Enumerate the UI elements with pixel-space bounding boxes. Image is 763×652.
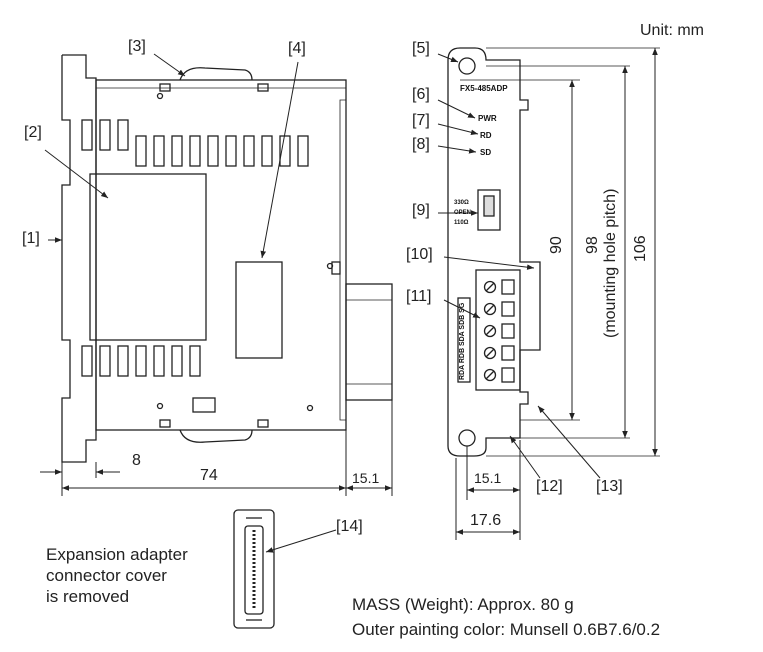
- callout-1: [1]: [22, 230, 40, 247]
- cover-note-line-1: Expansion adapter: [46, 545, 188, 564]
- switch-label-110: 110Ω: [454, 220, 469, 226]
- terminal-label: RDA RDB SDA SDB SG: [459, 302, 466, 380]
- callout-4: [4]: [288, 40, 306, 57]
- callout-10: [10]: [406, 246, 433, 263]
- side-connector-protrusion: [345, 283, 393, 401]
- callout-3: [3]: [128, 38, 146, 55]
- connector-cover-body: [233, 509, 275, 629]
- model-label: FX5-485ADP: [460, 84, 508, 93]
- dim-15-1-side: 15.1: [352, 470, 380, 486]
- mass-spec: MASS (Weight): Approx. 80 g: [352, 595, 574, 614]
- termination-switch: [477, 189, 501, 231]
- expansion-connector-window: [235, 261, 283, 359]
- dim-8: 8: [132, 452, 141, 469]
- color-spec: Outer painting color: Munsell 0.6B7.6/0.…: [352, 620, 661, 639]
- label-area: [89, 173, 207, 341]
- switch-label-open: OPEN: [454, 210, 472, 216]
- callout-13: [13]: [596, 478, 623, 495]
- dim-98: 98: [584, 236, 601, 254]
- dim-17-6: 17.6: [470, 512, 502, 529]
- terminal-screws: [483, 279, 515, 383]
- din-rail-clip: [61, 54, 97, 463]
- top-vent-slots: [81, 119, 309, 167]
- callout-12: [12]: [536, 478, 563, 495]
- top-hook: [179, 67, 253, 81]
- callout-6: [6]: [412, 86, 430, 103]
- side-view: [61, 54, 393, 463]
- side-body: [95, 79, 347, 431]
- front-view: [447, 47, 541, 457]
- dim-106: 106: [632, 235, 649, 262]
- indicator-sd: SD: [480, 148, 492, 157]
- callout-2: [2]: [24, 124, 42, 141]
- indicator-rd: RD: [480, 131, 492, 140]
- dim-15-1-front: 15.1: [474, 470, 502, 486]
- callout-11: [11]: [406, 288, 432, 305]
- cover-note: Expansion adapter connector cover is rem…: [46, 544, 188, 607]
- unit-label: Unit: mm: [640, 22, 704, 39]
- callout-5: [5]: [412, 40, 430, 57]
- callout-8: [8]: [412, 136, 430, 153]
- bottom-vent-slots: [81, 345, 201, 377]
- dim-98-note: (mounting hole pitch): [602, 188, 619, 338]
- front-body: [447, 47, 541, 457]
- cover-note-line-2: connector cover: [46, 566, 167, 585]
- dim-74: 74: [200, 467, 218, 484]
- dim-90: 90: [548, 236, 565, 254]
- indicator-pwr: PWR: [478, 114, 497, 123]
- terminal-block: [475, 269, 521, 391]
- callout-14: [14]: [336, 518, 363, 535]
- connector-cover-view: [233, 509, 275, 629]
- switch-label-330: 330Ω: [454, 200, 469, 206]
- callout-7: [7]: [412, 112, 430, 129]
- callout-9: [9]: [412, 202, 430, 219]
- cover-note-line-3: is removed: [46, 587, 130, 606]
